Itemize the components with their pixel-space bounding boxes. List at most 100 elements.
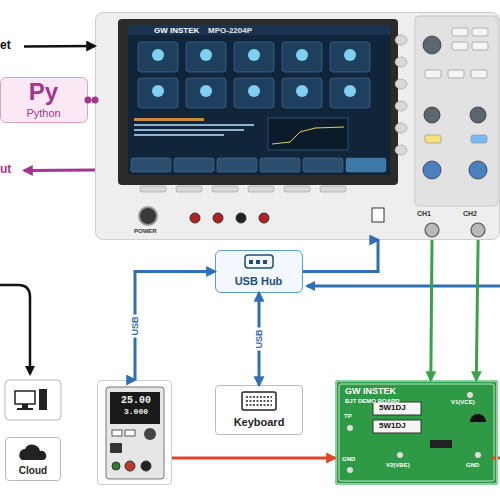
oscilloscope-body-part [128, 25, 390, 35]
screen-icon-glyphs-part [152, 49, 164, 61]
screen-icons-part [330, 78, 370, 108]
keyboard-illustration-part [242, 392, 276, 410]
usb-hub-illustration-part [215, 250, 303, 293]
keyboard-illustration-part [215, 385, 303, 435]
node-title: USB Hub [216, 275, 301, 287]
usb-connector [303, 240, 378, 272]
node-title: et [0, 39, 11, 52]
bottom-buttons-part [284, 186, 310, 192]
power-supply-part [125, 430, 135, 436]
screen-icons-part [186, 42, 226, 72]
bjt-board-part [339, 384, 494, 481]
meter-jacks-part [236, 213, 246, 223]
bnc-connectors [425, 223, 485, 237]
cropped-output-text: ut [0, 163, 24, 178]
bjt-board-part [373, 420, 421, 433]
meter-jacks-part [259, 213, 269, 223]
probe-wire [476, 240, 478, 380]
cloud-illustration-part [19, 445, 46, 460]
screen-icons-part [138, 78, 178, 108]
computer-box-part [22, 404, 28, 408]
pin-label: TP [344, 413, 352, 420]
usb-connector-line [135, 272, 215, 381]
panel-buttons-part [425, 135, 441, 143]
usb-hub-illustration-part [245, 255, 273, 268]
panel-buttons-part [452, 42, 468, 50]
panel-buttons-part [472, 28, 488, 36]
bnc-connectors-part [425, 223, 439, 237]
screen-icons-part [138, 42, 178, 72]
computer-box-part [5, 380, 61, 420]
soft-menu-part [303, 158, 343, 172]
keyboard-illustration-part [246, 397, 272, 405]
side-buttons-part [395, 79, 407, 89]
oscilloscope-body-part [128, 25, 390, 175]
cloud-link-wire [0, 285, 30, 374]
node-title: Keyboard [216, 416, 302, 428]
channel-label: CH2 [463, 210, 477, 218]
usb-port [372, 208, 384, 222]
bnc-connectors-part [471, 223, 485, 237]
soft-menu-part [217, 158, 257, 172]
edge-label: USB [253, 327, 265, 350]
probe-wire-line [431, 240, 432, 380]
oscilloscope: GW INSTEKMPO-2204P [95, 12, 500, 240]
usb-hub-illustration-part [256, 260, 260, 264]
usb-connector [135, 272, 215, 381]
external-usb-wire [307, 285, 500, 288]
side-buttons-part [395, 35, 407, 45]
bjt-board-part [467, 392, 473, 398]
panel-buttons-part [452, 28, 468, 36]
soft-menu-part [131, 158, 171, 172]
panel-buttons-part [472, 42, 488, 50]
cloud-illustration-part [5, 437, 61, 481]
power-supply-part [125, 461, 135, 471]
screen-text-lines-part [134, 134, 224, 136]
pin-label: GND [342, 456, 355, 463]
screen-icon-glyphs-part [344, 85, 356, 97]
screen-icon-glyphs-part [296, 85, 308, 97]
usb-connector-line [303, 240, 378, 272]
bottom-buttons-part [212, 186, 238, 192]
bjt-board-part [397, 452, 403, 458]
usb-hub-illustration [215, 250, 303, 293]
side-buttons [395, 35, 407, 155]
oscilloscope-body-part [95, 12, 500, 240]
knobs-part [470, 107, 486, 123]
power-supply-part [112, 462, 120, 470]
meter-jacks-part [190, 213, 200, 223]
network-arrow [24, 46, 95, 48]
screen-icons-part [282, 78, 322, 108]
bottom-buttons-part [320, 186, 346, 192]
usb-hub-illustration-part [249, 260, 253, 264]
probe-wire-line [476, 240, 478, 380]
knobs-part [424, 107, 440, 123]
python-link-line [88, 99, 95, 102]
component-label: 5W1DJ [379, 422, 406, 431]
screen-icons-part [282, 42, 322, 72]
knobs [423, 36, 487, 179]
power-wire [172, 458, 335, 459]
side-buttons-part [395, 57, 407, 67]
node-title: Cloud [6, 465, 60, 476]
node-subtext: Python [1, 107, 86, 119]
pin-label: V2(VBE) [386, 462, 410, 469]
screen-icons [138, 42, 370, 108]
usb-hub-box: USB Hub [215, 250, 303, 293]
screen-icon-glyphs-part [248, 49, 260, 61]
screen-text-lines [134, 118, 254, 136]
panel-buttons-part [448, 70, 464, 78]
power-supply-part [110, 443, 122, 453]
knobs-part [423, 161, 441, 179]
bjt-board-part [347, 425, 353, 431]
soft-menu-part [346, 158, 386, 172]
channel-label: CH1 [417, 210, 431, 218]
screen-icon-glyphs-part [248, 85, 260, 97]
node-title: ut [0, 163, 11, 176]
meter-jacks [190, 213, 269, 223]
screen-icons-part [186, 78, 226, 108]
screen-icon-glyphs-part [296, 49, 308, 61]
control-panel [415, 16, 498, 206]
screen-icon-glyphs [152, 49, 356, 97]
